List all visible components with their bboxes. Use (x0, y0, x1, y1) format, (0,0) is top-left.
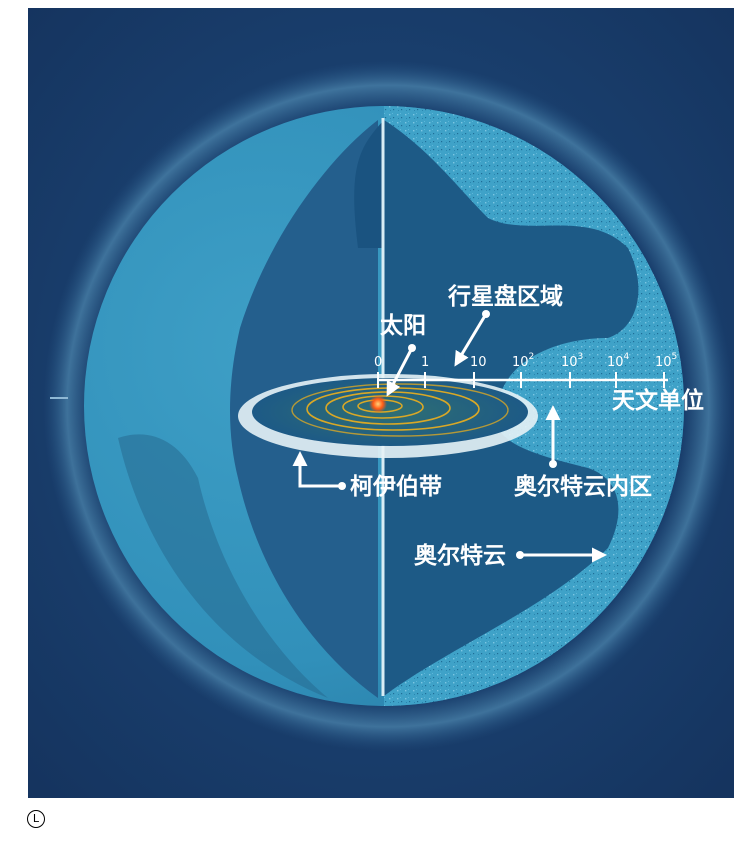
scale-tick-label: 0 (374, 355, 382, 370)
scale-tick-label: 1 (421, 355, 429, 370)
kuiper-belt-arrow (292, 451, 342, 488)
label-au: 天文单位 (612, 387, 704, 414)
scale-tick-exponent: 4 (624, 352, 630, 362)
scale-tick-label: 10 (470, 355, 487, 370)
sun-arrow (386, 347, 414, 397)
planetary-region-arrow (454, 313, 488, 367)
sun-marker (369, 395, 387, 413)
orbit-ring (342, 395, 424, 419)
corner-mark: L (27, 810, 45, 828)
pointer-dot (338, 482, 346, 490)
label-oort-cloud: 奥尔特云 (414, 542, 506, 569)
scale-tick-exponent: 3 (578, 352, 584, 362)
label-kuiper-belt: 柯伊伯带 (350, 473, 442, 500)
cutaway-interior (384, 120, 639, 696)
label-planetary-region: 行星盘区域 (447, 283, 563, 310)
scale-tick-exponent: 2 (529, 352, 535, 362)
scale-tick-exponent: 5 (672, 352, 678, 362)
label-sun: 太阳 (380, 313, 426, 339)
label-inner-oort: 奥尔特云内区 (514, 473, 652, 500)
